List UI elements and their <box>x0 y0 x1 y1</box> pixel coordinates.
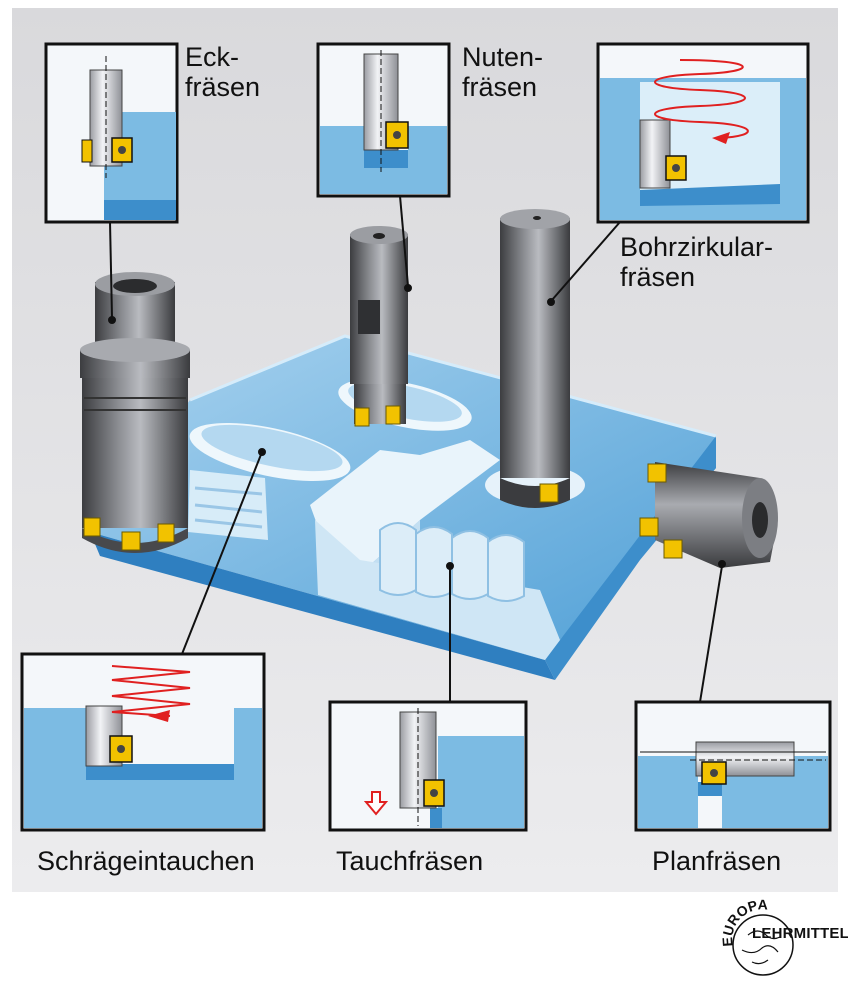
label-nutenfraesen: Nuten- fräsen <box>462 42 544 102</box>
box-nutenfraesen <box>316 42 451 198</box>
box-bohrzirkularfraesen <box>596 42 810 224</box>
box-tauchfraesen <box>328 700 528 832</box>
label-bohrzirkularfraesen: Bohrzirkular- fräsen <box>620 232 774 292</box>
end-mill-tool <box>350 226 408 427</box>
logo-text: LEHRMITTEL <box>752 925 848 942</box>
caption-planfraesen: Planfräsen <box>652 846 782 876</box>
box-schraegeintauchen <box>20 652 266 832</box>
plane-mill-tool <box>639 462 778 568</box>
leader-lines <box>108 195 726 703</box>
shank-mill-tool <box>500 209 570 508</box>
helix-motion-arrow <box>654 59 749 139</box>
face-mill-tool <box>80 272 190 553</box>
box-eckfraesen <box>44 42 179 224</box>
plunge-down-arrow <box>363 791 389 816</box>
caption-tauchfraesen: Tauchfräsen <box>336 846 484 876</box>
caption-schraegeintauchen: Schrägeintauchen <box>37 846 255 876</box>
box-planfraesen <box>634 700 832 832</box>
label-eckfraesen: Eck- fräsen <box>185 42 261 102</box>
ramp-motion-arrow <box>111 665 191 717</box>
